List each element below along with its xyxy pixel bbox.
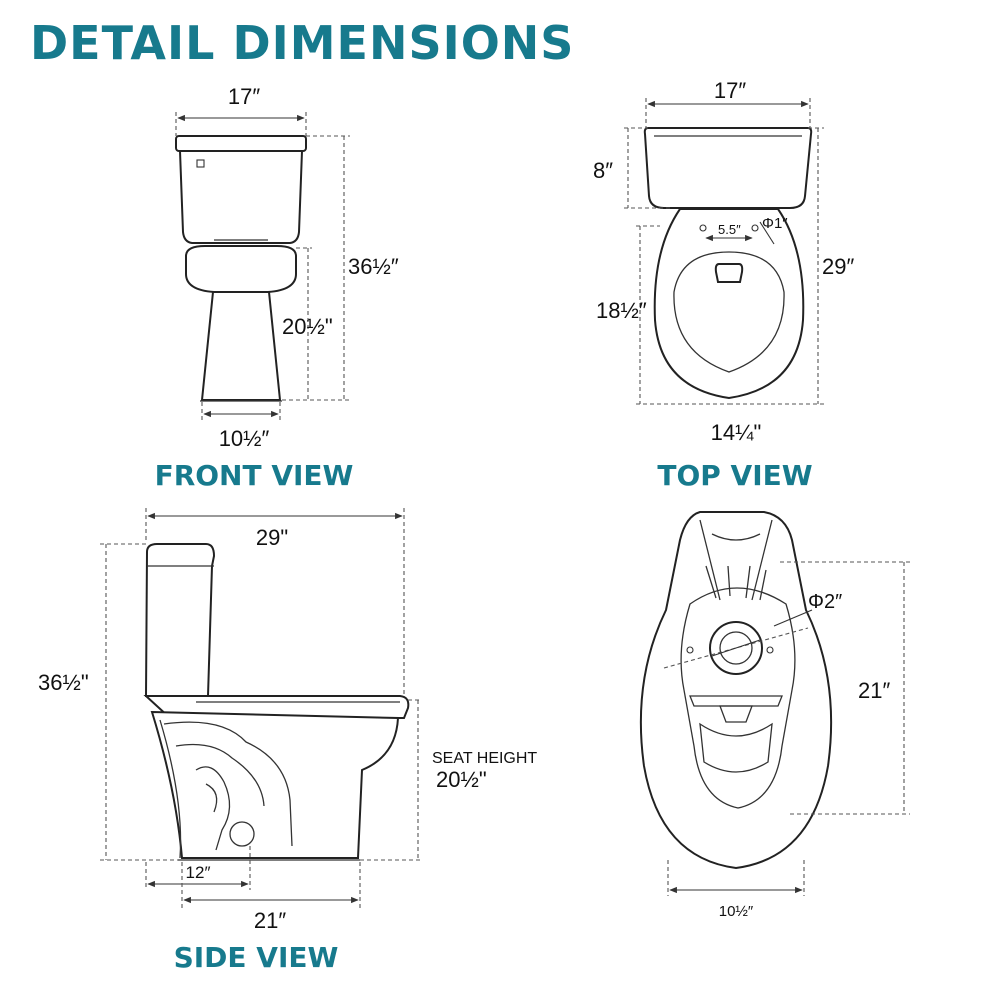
front-width-label: 17″	[228, 84, 260, 109]
front-height-label: 36½″	[348, 254, 399, 279]
side-length-label: 29"	[256, 525, 288, 550]
bottom-toilet-drawing	[639, 511, 833, 870]
front-toilet-drawing	[175, 135, 307, 402]
front-base-width-label: 10½″	[219, 426, 270, 451]
bottom-length-label: 21″	[858, 678, 890, 703]
side-height-label: 36½"	[38, 670, 89, 695]
top-hole-diameter-label: Φ1″	[762, 215, 788, 232]
bottom-outlet-diameter-label: Φ2″	[808, 591, 842, 613]
bottom-base-width-label: 10½″	[719, 903, 754, 920]
side-seat-height-label: 20½"	[436, 767, 487, 792]
side-view: 29" 36½" SEAT HEIGHT 20½" 12″ 21″ SIDE V…	[38, 508, 537, 974]
side-base-length-label: 21″	[254, 908, 286, 933]
front-seat-height-label: 20½"	[282, 314, 333, 339]
top-toilet-drawing	[643, 127, 813, 400]
front-view: 17″ 36½″ 20½" 10½″ FRONT VIEW	[155, 84, 399, 492]
top-view: 17″ 8″ 5.5″ Φ1″ 29″ 18½″ 14¼" TOP VIEW	[593, 78, 854, 492]
top-length-label: 29″	[822, 254, 854, 279]
top-bowl-width-label: 14¼"	[711, 420, 762, 445]
top-view-label: TOP VIEW	[657, 459, 812, 492]
top-bowl-length-label: 18½″	[596, 298, 647, 323]
side-rough-in-label: 12″	[186, 863, 211, 882]
side-toilet-drawing	[143, 543, 410, 861]
front-view-label: FRONT VIEW	[155, 459, 354, 492]
side-view-label: SIDE VIEW	[174, 941, 339, 974]
top-tank-depth-label: 8″	[593, 158, 613, 183]
top-width-label: 17″	[714, 78, 746, 103]
top-hole-spacing-label: 5.5″	[718, 222, 741, 237]
bottom-view: Φ2″ 21″ 10½″	[639, 511, 910, 920]
page-title: DETAIL DIMENSIONS	[30, 16, 575, 70]
side-seat-height-caption: SEAT HEIGHT	[432, 750, 537, 767]
